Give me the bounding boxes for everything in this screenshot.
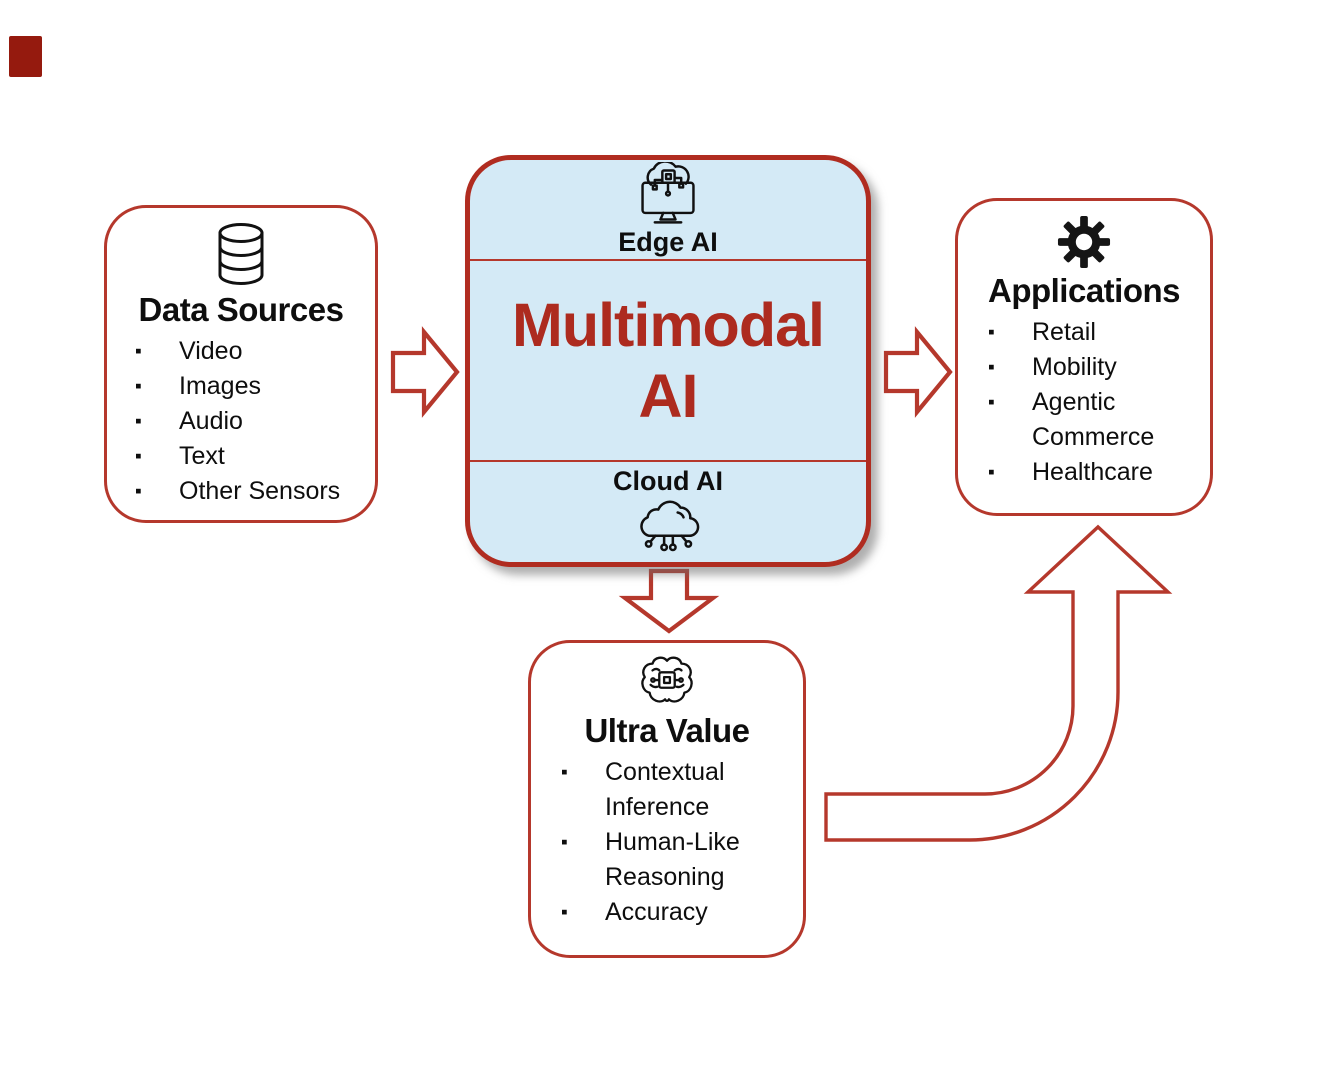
list-item: ▪ Other Sensors: [135, 474, 375, 509]
bullet-icon: ▪: [988, 357, 995, 379]
ultra-value-list: ▪ Contextual Inference ▪ Human-Like Reas…: [531, 755, 803, 930]
brain-chip-icon: [636, 653, 698, 709]
list-item: ▪ Human-Like Reasoning: [561, 825, 803, 895]
arrow-multimodal-to-applications: [883, 326, 953, 418]
applications-list: ▪ Retail ▪ Mobility ▪ Agentic Commerce ▪…: [958, 315, 1210, 490]
list-item: ▪ Retail: [988, 315, 1210, 350]
bullet-icon: ▪: [135, 376, 142, 398]
list-item: ▪ Contextual Inference: [561, 755, 803, 825]
list-item: ▪ Audio: [135, 404, 375, 439]
list-item: ▪ Agentic Commerce: [988, 385, 1210, 455]
bullet-icon: ▪: [561, 832, 568, 854]
list-item: ▪ Accuracy: [561, 895, 803, 930]
bullet-icon: ▪: [988, 392, 995, 414]
edge-divider: [470, 259, 866, 261]
arrow-ultra-value-to-applications: [824, 524, 1173, 842]
list-item: ▪ Healthcare: [988, 455, 1210, 490]
multimodal-title-section: Multimodal AI: [470, 261, 866, 460]
cloud-ai-section: Cloud AI: [470, 462, 866, 562]
bullet-icon: ▪: [561, 902, 568, 924]
cloud-ai-icon: [634, 497, 702, 557]
edge-ai-section: Edge AI: [470, 160, 866, 259]
list-item: ▪ Mobility: [988, 350, 1210, 385]
arrow-multimodal-to-ultra-value: [618, 568, 720, 634]
bullet-icon: ▪: [135, 341, 142, 363]
gear-icon: [1057, 215, 1111, 269]
data-sources-title: Data Sources: [138, 291, 344, 328]
bullet-icon: ▪: [561, 762, 568, 784]
bullet-icon: ▪: [988, 322, 995, 344]
list-item: ▪ Video: [135, 334, 375, 369]
multimodal-ai-title: Multimodal AI: [512, 290, 825, 430]
bullet-icon: ▪: [988, 462, 995, 484]
arrow-data-to-multimodal: [390, 326, 460, 418]
ultra-value-title: Ultra Value: [584, 712, 750, 749]
ultra-value-box: Ultra Value ▪ Contextual Inference ▪ Hum…: [528, 640, 806, 958]
multimodal-ai-box: Edge AI Multimodal AI Cloud AI: [465, 155, 871, 567]
data-sources-list: ▪ Video ▪ Images ▪ Audio ▪ Text ▪ Other …: [107, 334, 375, 509]
edge-ai-label: Edge AI: [618, 226, 718, 257]
data-sources-box: Data Sources ▪ Video ▪ Images ▪ Audio ▪ …: [104, 205, 378, 523]
list-item: ▪ Text: [135, 439, 375, 474]
edge-ai-icon: [628, 161, 708, 228]
database-icon: [213, 222, 269, 288]
bullet-icon: ▪: [135, 446, 142, 468]
cloud-ai-label: Cloud AI: [613, 466, 723, 497]
cloud-divider: [470, 460, 866, 462]
list-item: ▪ Images: [135, 369, 375, 404]
applications-box: Applications ▪ Retail ▪ Mobility ▪ Agent…: [955, 198, 1213, 516]
applications-title: Applications: [987, 272, 1181, 309]
bullet-icon: ▪: [135, 481, 142, 503]
corner-marker: [9, 36, 42, 77]
bullet-icon: ▪: [135, 411, 142, 433]
